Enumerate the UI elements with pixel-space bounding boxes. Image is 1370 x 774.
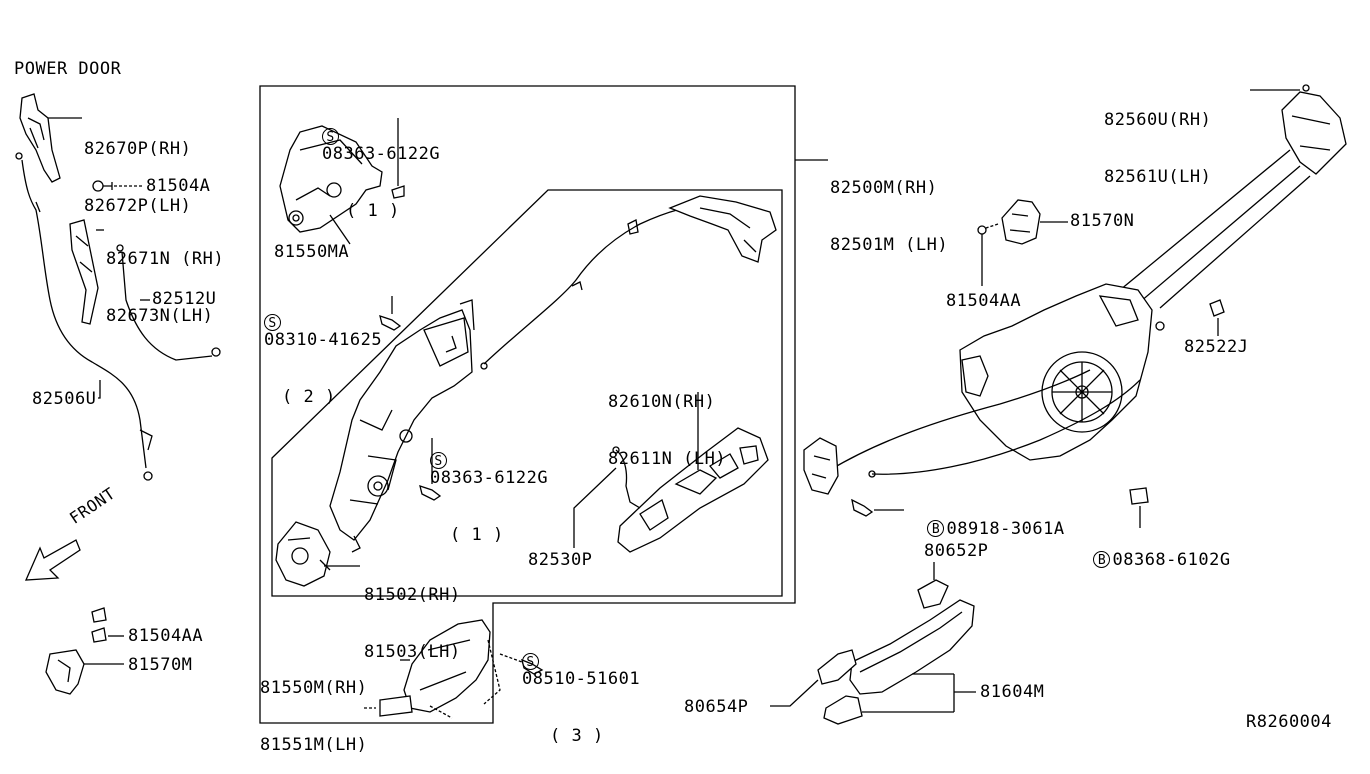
quantity: ( 1 )	[346, 201, 400, 221]
label-81504A: 81504A	[146, 176, 211, 196]
part-number-lh: 82501M (LH)	[830, 235, 949, 255]
label-81504AA-left: 81504AA	[128, 626, 204, 646]
label-81570N: 81570N	[1070, 211, 1135, 231]
label-81504AA-right: 81504AA	[946, 291, 1022, 311]
escutcheon-80652P	[917, 562, 949, 609]
rod-82506U	[15, 152, 153, 481]
label-82506U: 82506U	[32, 389, 97, 409]
label-82530P: 82530P	[528, 550, 593, 570]
bolt-08368	[1129, 487, 1149, 528]
label-82522J: 82522J	[1184, 337, 1249, 357]
parts-diagram	[15, 84, 1347, 725]
part-number-rh: 82560U(RH)	[1104, 110, 1212, 130]
bracket-81570M	[45, 649, 124, 695]
page-title: POWER DOOR	[14, 59, 122, 79]
label-81502: 81502(RH) 81503(LH)	[364, 548, 461, 681]
rod-82530P	[573, 446, 641, 548]
s-symbol-icon: S	[264, 314, 281, 331]
part-number: 08510-51601	[522, 669, 641, 689]
label-81550MA: 81550MA	[274, 242, 350, 262]
part-number: 08363-6122G	[322, 144, 441, 164]
b-symbol-icon: B	[1093, 551, 1111, 568]
gasket-80654P	[770, 649, 857, 707]
quantity: ( 2 )	[282, 387, 336, 407]
label-82500M: 82500M(RH) 82501M (LH)	[830, 141, 948, 274]
part-number-rh: 81502(RH)	[364, 585, 461, 605]
front-arrow	[24, 539, 81, 581]
part-number-rh: 82671N (RH)	[106, 249, 225, 269]
part-number-lh: 82673N(LH)	[106, 306, 214, 326]
label-80654P: 80654P	[684, 697, 749, 717]
outside-handle-bracket	[668, 195, 777, 263]
screw-08310	[379, 296, 402, 331]
part-number: 08363-6122G	[430, 468, 549, 488]
lock-bracket-82670	[19, 93, 82, 183]
lever-82671N	[69, 219, 104, 325]
part-number-lh: 82611N (LH)	[608, 449, 727, 469]
part-number-lh: 82561U(LH)	[1104, 167, 1212, 187]
latch-81502	[275, 521, 360, 587]
actuator-81550M	[364, 619, 501, 719]
part-number: 08310-41625	[264, 330, 383, 350]
label-81550M: 81550M(RH) 81551M(LH)	[260, 641, 367, 774]
part-number-lh: 81503(LH)	[364, 642, 461, 662]
quantity: ( 1 )	[450, 525, 504, 545]
upper-rail-bracket-82560U	[1250, 84, 1347, 175]
cap-82522J	[1209, 299, 1225, 336]
part-number-rh: 81550M(RH)	[260, 678, 368, 698]
drive-unit	[959, 283, 1165, 461]
label-80652P: 80652P	[924, 541, 989, 561]
part-number: 08918-3061A	[946, 519, 1065, 539]
bracket-81570N	[977, 199, 1068, 286]
bolt-81504A	[92, 180, 144, 192]
label-81604M: 81604M	[980, 682, 1045, 702]
door-cable	[480, 203, 711, 370]
cable-guide-rails	[1119, 149, 1311, 309]
inside-handle-82610N	[617, 392, 769, 553]
label-82670P: 82670P(RH) 82672P(LH)	[84, 102, 191, 235]
part-number-rh: 82610N(RH)	[608, 392, 716, 412]
s-symbol-icon: S	[430, 452, 447, 469]
diagram-code: R8260004	[1246, 712, 1332, 732]
inner-box-outline	[271, 189, 783, 597]
label-82512U: 82512U	[152, 289, 217, 309]
part-number-lh: 81551M(LH)	[260, 735, 368, 755]
label-82671N: 82671N (RH) 82673N(LH)	[106, 212, 224, 345]
door-cable-lower	[829, 369, 1141, 478]
quantity: ( 3 )	[550, 726, 604, 746]
rod-82512U	[116, 244, 221, 361]
s-symbol-icon: S	[522, 653, 539, 670]
label-82560U: 82560U(RH) 82561U(LH)	[1104, 73, 1211, 206]
clip-81504AA-left	[91, 607, 124, 643]
lock-assembly	[329, 299, 475, 553]
label-81570M: 81570M	[128, 655, 193, 675]
hinge-bracket	[803, 437, 839, 495]
part-number-rh: 82670P(RH)	[84, 139, 192, 159]
bolt-08918	[851, 498, 904, 517]
s-symbol-icon: S	[322, 128, 339, 145]
assembly-box-outline	[259, 85, 796, 724]
part-number-rh: 82500M(RH)	[830, 178, 938, 198]
part-number: 08368-6102G	[1112, 550, 1231, 570]
outside-handle-81604M	[823, 599, 976, 725]
b-symbol-icon: B	[927, 520, 945, 537]
label-82610N: 82610N(RH) 82611N (LH)	[608, 355, 726, 488]
part-number-lh: 82672P(LH)	[84, 196, 192, 216]
